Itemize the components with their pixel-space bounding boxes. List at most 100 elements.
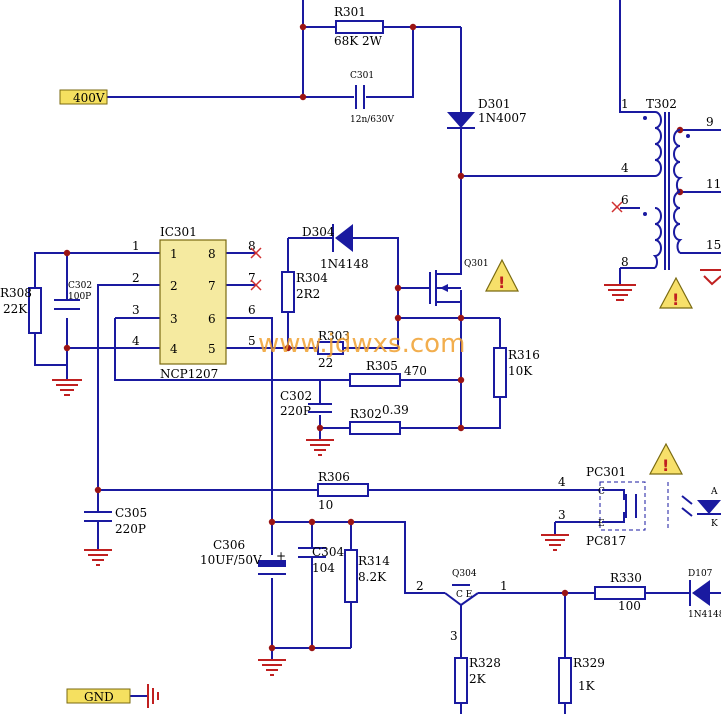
resistor-r330: R330 100 [594,571,646,613]
svg-text:3: 3 [170,312,178,326]
svg-text:3: 3 [558,508,566,522]
svg-text:R306: R306 [318,470,350,484]
svg-text:7: 7 [208,279,216,293]
svg-text:400V: 400V [73,91,105,105]
svg-text:1: 1 [621,97,629,111]
net-label-gnd: GND [66,684,159,708]
svg-text:R328: R328 [469,656,501,670]
ground-symbols [52,269,721,676]
svg-text:R314: R314 [358,554,390,568]
svg-text:8: 8 [621,255,629,269]
svg-text:12n/630V: 12n/630V [350,115,394,125]
resistor-r314: R314 8.2K [344,549,390,603]
svg-text:2: 2 [132,271,140,285]
svg-text:D304: D304 [302,225,335,239]
svg-text:100P: 100P [68,292,91,302]
svg-text:4: 4 [621,161,629,175]
warning-icon: ! [659,276,693,309]
junctions [63,23,684,652]
warning-icon: ! [485,258,519,292]
resistor-r308: R308 22K [0,286,42,334]
capacitor-c306: C306 10UF/50V + [200,538,286,575]
svg-text:D301: D301 [478,97,511,111]
svg-text:R304: R304 [296,271,328,285]
resistor-r302: R302 0.39 [349,403,409,435]
resistor-r329: R329 1K [558,656,605,704]
svg-text:470: 470 [404,364,427,378]
diode-d301: D301 1N4007 [447,97,527,129]
diode-d304: D304 1N4148 [302,224,369,271]
capacitor-c301: C301 12n/630V [350,71,394,125]
resistor-r303: R303 22 [317,329,350,370]
svg-text:IC301: IC301 [160,225,197,239]
svg-text:C: C [598,487,605,497]
resistor-r305: R305 470 [349,359,427,387]
svg-text:NCP1207: NCP1207 [160,367,218,381]
svg-text:3: 3 [132,303,140,317]
svg-text:C305: C305 [115,506,147,520]
svg-text:1: 1 [170,247,178,261]
svg-text:E: E [598,519,605,529]
svg-text:R305: R305 [366,359,398,373]
svg-text:8.2K: 8.2K [358,570,387,584]
svg-text:0.39: 0.39 [382,403,409,417]
svg-text:6: 6 [621,193,629,207]
svg-text:22: 22 [318,356,333,370]
svg-text:1N4007: 1N4007 [478,111,527,125]
svg-text:T302: T302 [646,97,677,111]
svg-text:!: ! [672,290,679,309]
transformer-t302: T302 1 4 6 8 9 11 15 [611,97,721,270]
svg-text:1: 1 [500,579,508,593]
svg-text:R330: R330 [610,571,642,585]
ic301-ncp1207: IC301 NCP1207 1 2 3 4 5 6 7 8 1 2 3 4 5 … [132,225,262,381]
svg-text:4: 4 [558,475,566,489]
svg-text:6: 6 [208,312,216,326]
svg-text:11: 11 [706,177,721,191]
resistor-r301: R301 68K 2W [334,5,384,48]
svg-text:220P: 220P [280,404,311,418]
svg-text:R316: R316 [508,348,540,362]
svg-text:10: 10 [318,498,333,512]
resistor-r328: R328 2K [454,656,501,704]
wires [34,0,721,714]
svg-text:R302: R302 [350,407,382,421]
svg-text:15: 15 [706,238,721,252]
svg-text:2K: 2K [469,672,487,686]
svg-text:5: 5 [248,334,256,348]
svg-text:2R2: 2R2 [296,287,320,301]
net-label-400v: 400V [59,89,108,105]
svg-text:3: 3 [450,629,458,643]
svg-text:4: 4 [170,342,178,356]
mosfet-q301: Q301 [429,250,489,306]
svg-text:K: K [711,519,718,529]
warning-icon: ! [649,442,683,475]
diode-d107: D107 1N4148 [688,569,721,620]
svg-text:R303: R303 [318,329,350,343]
svg-text:!: ! [662,456,669,475]
capacitor-c305: C305 220P [84,506,147,536]
svg-text:1N4148: 1N4148 [688,610,721,620]
svg-text:220P: 220P [115,522,146,536]
svg-text:Q301: Q301 [464,259,489,269]
svg-text:A: A [710,487,718,497]
svg-text:1K: 1K [578,679,596,693]
svg-text:R308: R308 [0,286,32,300]
svg-text:1: 1 [132,239,140,253]
svg-text:6: 6 [248,303,256,317]
svg-text:9: 9 [706,115,714,129]
svg-text:22K: 22K [3,302,28,316]
svg-text:R329: R329 [573,656,605,670]
capacitor-c302: C302 220P [280,389,332,418]
svg-text:+: + [276,549,286,563]
svg-text:8: 8 [248,239,256,253]
svg-text:C302: C302 [280,389,312,403]
svg-text:R301: R301 [334,5,366,19]
svg-text:C301: C301 [350,71,374,81]
svg-text:4: 4 [132,334,140,348]
resistor-r306: R306 10 [317,470,369,512]
svg-text:D107: D107 [688,569,713,579]
svg-text:Q304: Q304 [452,569,477,579]
transistor-q304: Q304 2 1 3 C E [416,569,508,643]
resistor-r304: R304 2R2 [281,271,328,313]
svg-text:PC817: PC817 [586,534,626,548]
